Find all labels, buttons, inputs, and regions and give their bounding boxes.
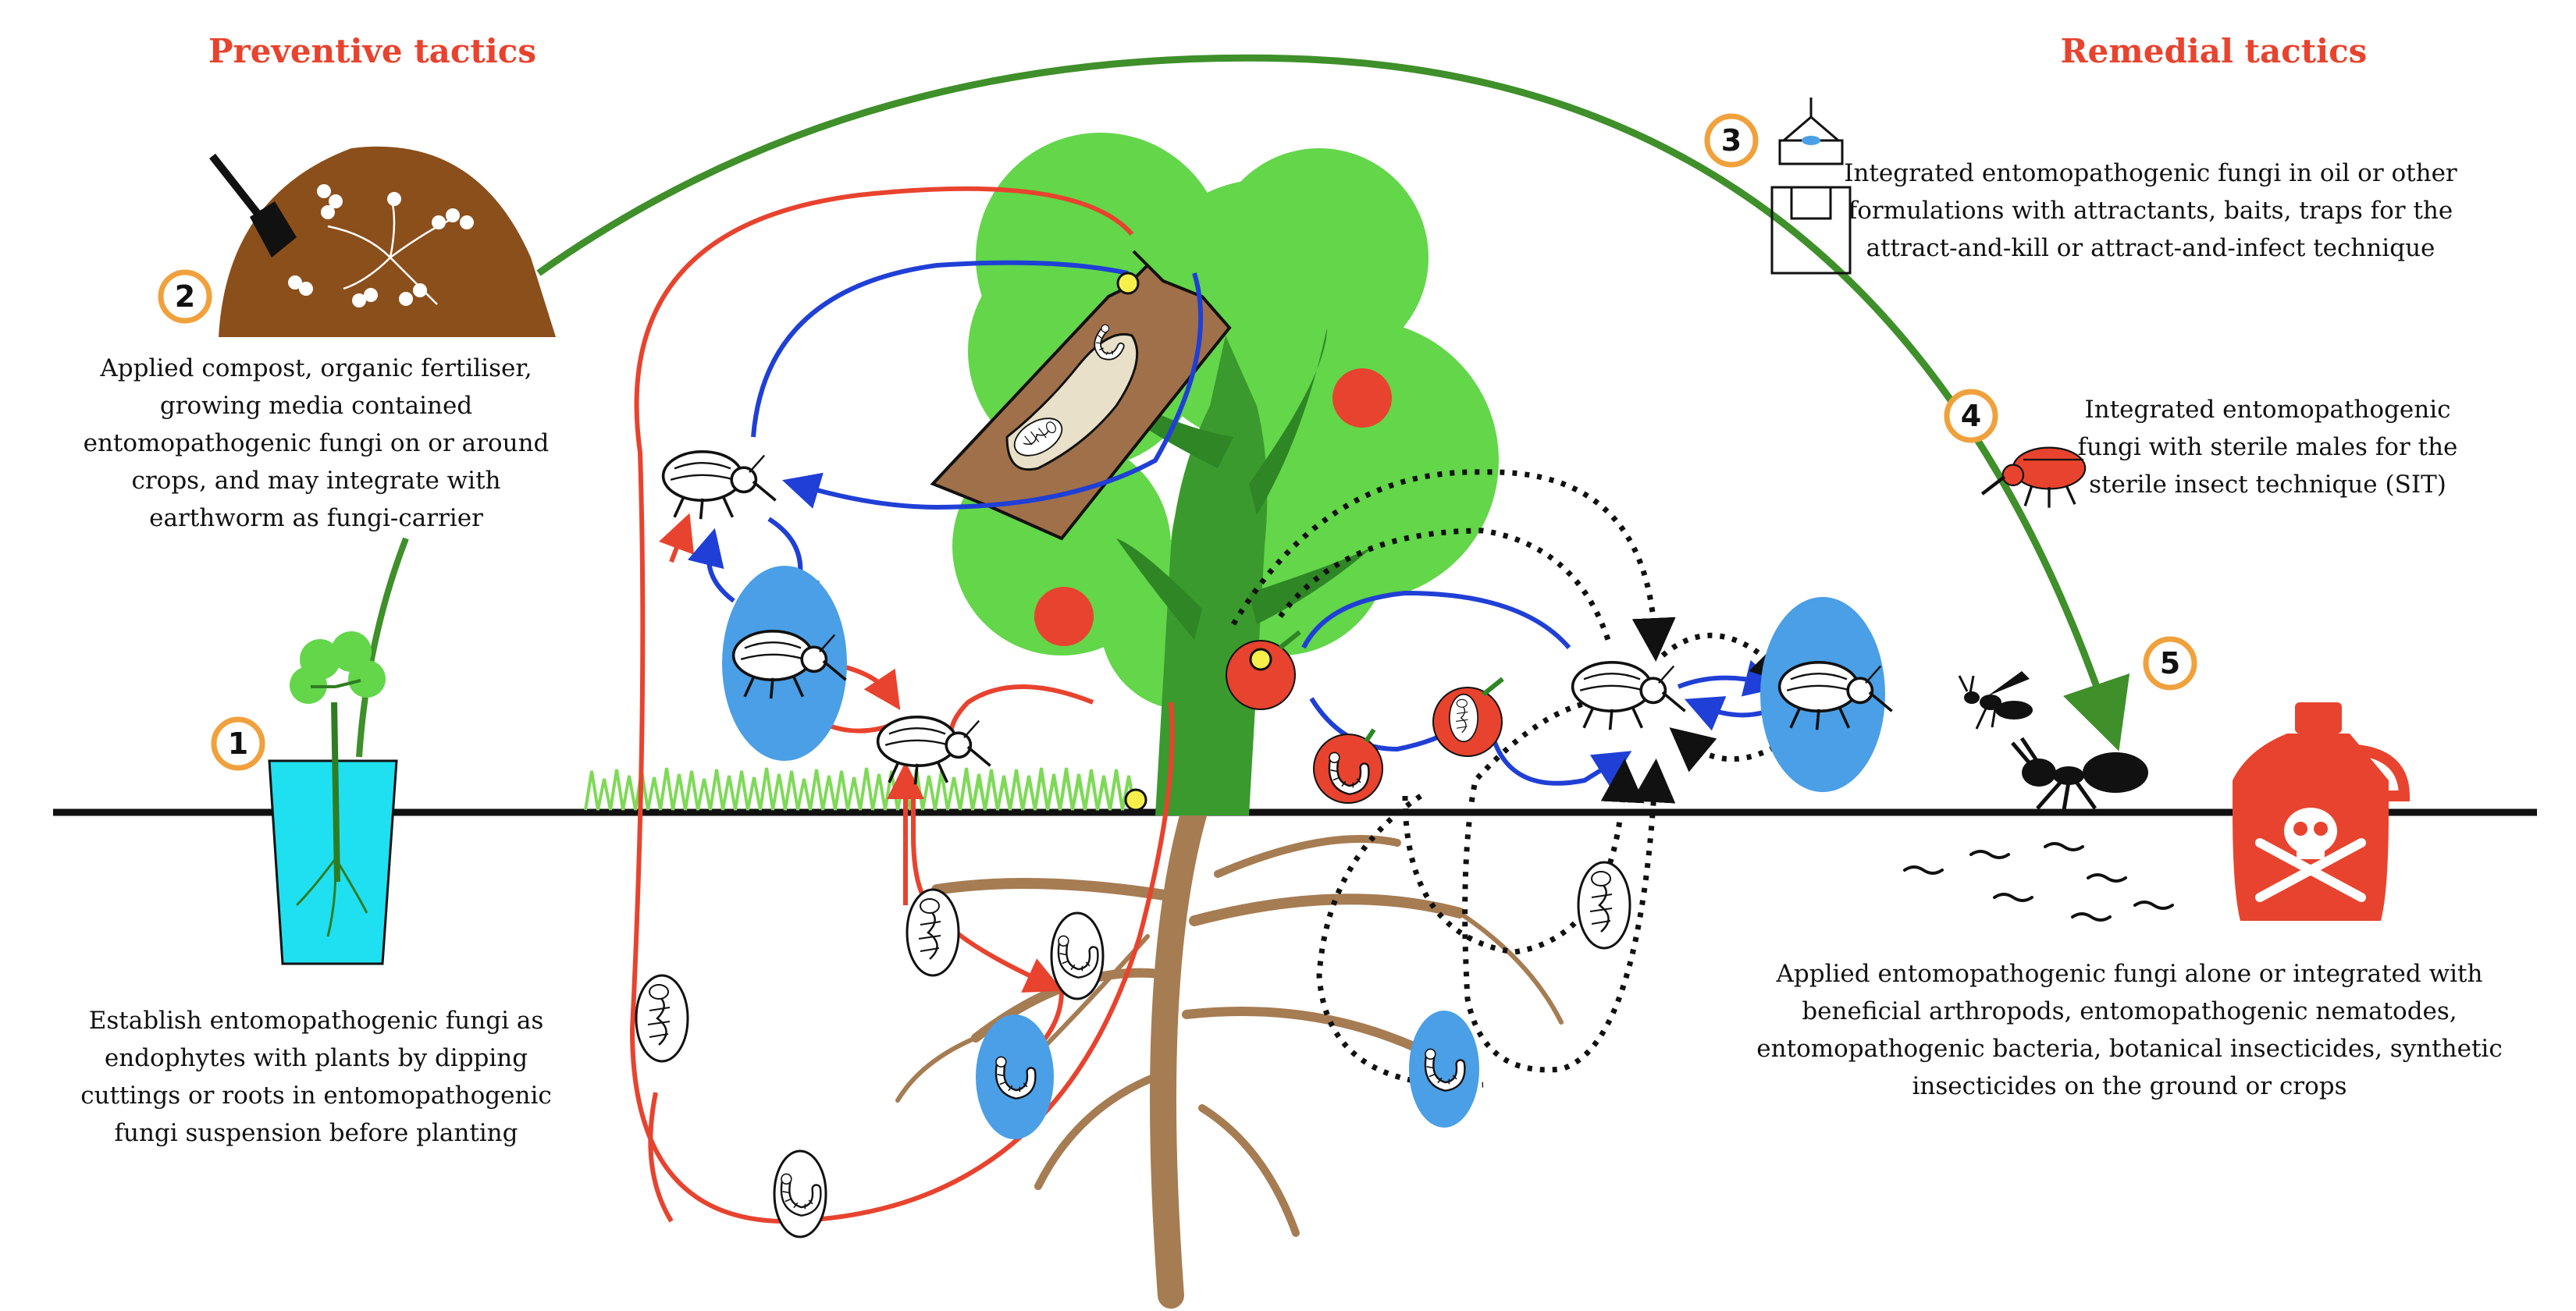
weevil-pupa-icon — [1449, 693, 1478, 743]
tactic-2-number: 2 — [175, 279, 195, 314]
nematode-icon — [1903, 842, 2174, 922]
tactic-5-caption: Applied entomopathogenic fungi alone or … — [1756, 960, 2502, 1100]
weevil-adult-icon — [661, 449, 777, 521]
tactic-5-line-4: insecticides on the ground or crops — [1912, 1072, 2347, 1100]
tactic-1-line-3: cuttings or roots in entomopathogenic — [80, 1082, 552, 1110]
tactic-1-caption: Establish entomopathogenic fungi as endo… — [80, 1007, 552, 1147]
compost-to-seedling-link — [356, 537, 409, 758]
remedial-heading: Remedial tactics — [2061, 32, 2368, 70]
trap-icon — [1770, 98, 1852, 275]
tactic-4-line-3: sterile insect technique (SIT) — [2089, 471, 2446, 499]
wasp-icon — [1958, 671, 2033, 730]
infection-point-icon — [1116, 272, 1272, 812]
tactic-2-badge: 2 — [161, 272, 209, 321]
tactic-2-line-1: Applied compost, organic fertiliser, — [99, 354, 532, 382]
tactic-3-line-2: formulations with attractants, baits, tr… — [1848, 197, 2453, 225]
weevil-adult-icon — [876, 715, 992, 787]
tactic-3-caption: Integrated entomopathogenic fungi in oil… — [1844, 159, 2457, 262]
tactic-1-line-4: fungi suspension before planting — [115, 1119, 518, 1147]
tactic-5-line-3: entomopathogenic bacteria, botanical ins… — [1756, 1035, 2502, 1063]
seedling-in-pot-icon — [268, 631, 398, 965]
tactic-2-caption: Applied compost, organic fertiliser, gro… — [84, 354, 550, 532]
weevil-larva-icon — [773, 1149, 827, 1238]
grass-icon — [584, 767, 1137, 811]
shovel-icon — [209, 153, 297, 258]
infected-larva-ellipse-left — [976, 1014, 1054, 1139]
ant-icon — [2011, 737, 2148, 811]
tactics-arc-arrow — [536, 54, 2130, 751]
weevil-pupa-icon — [1577, 861, 1631, 950]
tactic-5-badge: 5 — [2146, 639, 2194, 687]
tactic-4-badge: 4 — [1947, 392, 1995, 440]
tactic-2-line-5: earthworm as fungi-carrier — [149, 504, 483, 532]
tactic-5-number: 5 — [2160, 646, 2180, 680]
tactic-2-line-4: crops, and may integrate with — [131, 467, 500, 495]
tactic-4-line-2: fungi with sterile males for the — [2078, 433, 2458, 461]
tactic-1-badge: 1 — [214, 719, 262, 768]
tactic-4-caption: Integrated entomopathogenic fungi with s… — [2078, 396, 2458, 499]
tactic-5-line-1: Applied entomopathogenic fungi alone or … — [1776, 960, 2483, 988]
skull-crossbones-icon — [2255, 808, 2366, 902]
weevil-larva-icon — [1050, 911, 1105, 1000]
tactic-1-number: 1 — [228, 727, 248, 761]
tactic-3-badge: 3 — [1707, 116, 1756, 165]
weevil-pupa-icon — [635, 974, 689, 1063]
tactic-4-number: 4 — [1961, 399, 1981, 433]
branch-log-icon — [930, 250, 1232, 541]
preventive-heading: Preventive tactics — [208, 32, 536, 70]
infected-larva-ellipse-right — [1409, 1011, 1479, 1128]
weevil-pupa-icon — [906, 888, 960, 977]
tactic-3-line-1: Integrated entomopathogenic fungi in oil… — [1844, 159, 2457, 187]
tactic-4-line-1: Integrated entomopathogenic — [2085, 396, 2451, 424]
tactic-1-line-1: Establish entomopathogenic fungi as — [89, 1007, 543, 1035]
tactic-2-line-3: entomopathogenic fungi on or around — [84, 429, 550, 457]
sterile-weevil-icon — [1980, 446, 2087, 508]
tactic-1-line-2: endophytes with plants by dipping — [105, 1044, 528, 1072]
tactic-2-line-2: growing media contained — [160, 392, 472, 420]
weevil-adult-icon — [1571, 660, 1687, 732]
compost-heap-icon — [219, 146, 556, 337]
tactic-5-line-2: beneficial arthropods, entomopathogenic … — [1802, 997, 2457, 1025]
tactic-3-number: 3 — [1721, 123, 1742, 158]
tactic-3-line-3: attract-and-kill or attract-and-infect t… — [1866, 234, 2435, 262]
